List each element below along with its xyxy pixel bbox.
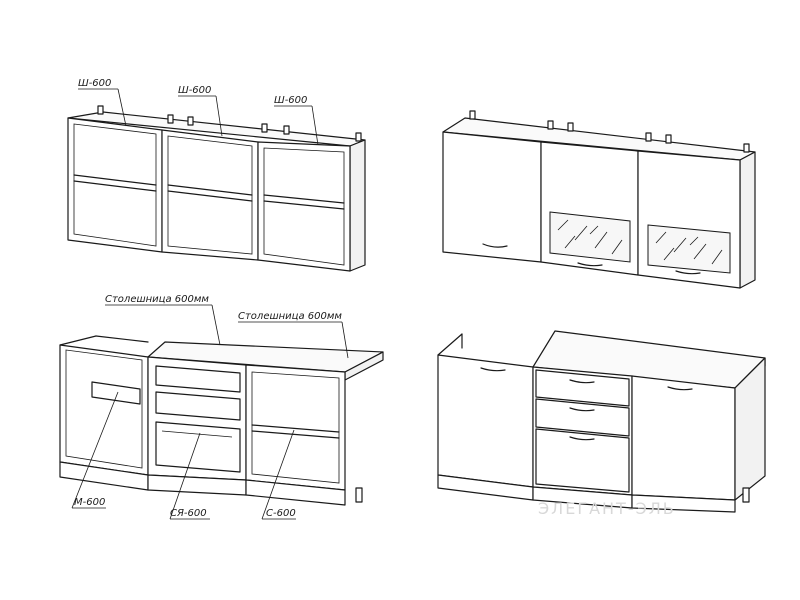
wall-cabinets-open: Ш-600 Ш-600 Ш-600 [67, 78, 366, 272]
wall-cabinets-open-side [349, 139, 366, 272]
wall-cabinet-3 [257, 141, 351, 272]
glass-panel-3 [647, 224, 731, 274]
cabinet-leg [355, 487, 363, 503]
watermark: ЭЛЕГАНТ-ЭЛЬ [538, 499, 676, 518]
wall-cabinets-doors-side [739, 151, 756, 289]
base-cabinets-closed: ЭЛЕГАНТ-ЭЛЬ [437, 330, 766, 518]
hanger-icons-2 [469, 110, 750, 153]
glass-panel-2 [549, 211, 631, 263]
base-drawer-2 [535, 398, 630, 437]
base-door-right [631, 375, 736, 501]
wall-door-1 [442, 131, 542, 263]
base-cabinets-open: Столешница 600мм Столешница 600мм М-600 … [59, 294, 384, 520]
drawer-2 [155, 391, 241, 421]
label-base-sink: М-600 [74, 497, 105, 508]
label-base-drawers: СЯ-600 [170, 508, 207, 519]
drawer-1 [155, 365, 241, 393]
wall-cabinets-doors [442, 110, 756, 289]
label-wall-open-3: Ш-600 [274, 95, 307, 106]
base-cabinet-shelf [245, 364, 346, 491]
wall-cabinet-2 [161, 129, 259, 261]
drawer-3 [155, 421, 241, 473]
label-base-shelf: С-600 [266, 508, 296, 519]
label-countertop-2: Столешница 600мм [238, 311, 342, 322]
cabinet-leg-2 [742, 487, 750, 503]
base-drawer-1 [535, 369, 630, 407]
base-door-left [437, 354, 534, 488]
sink-rail [91, 381, 141, 405]
label-wall-open-2: Ш-600 [178, 85, 211, 96]
label-wall-open-1: Ш-600 [78, 78, 111, 89]
base-drawer-3 [535, 428, 630, 493]
label-countertop-1: Столешница 600мм [105, 294, 209, 305]
wall-cabinet-1 [67, 117, 163, 253]
hanger-icons [97, 105, 362, 142]
base-cabinet-sink [59, 344, 149, 476]
